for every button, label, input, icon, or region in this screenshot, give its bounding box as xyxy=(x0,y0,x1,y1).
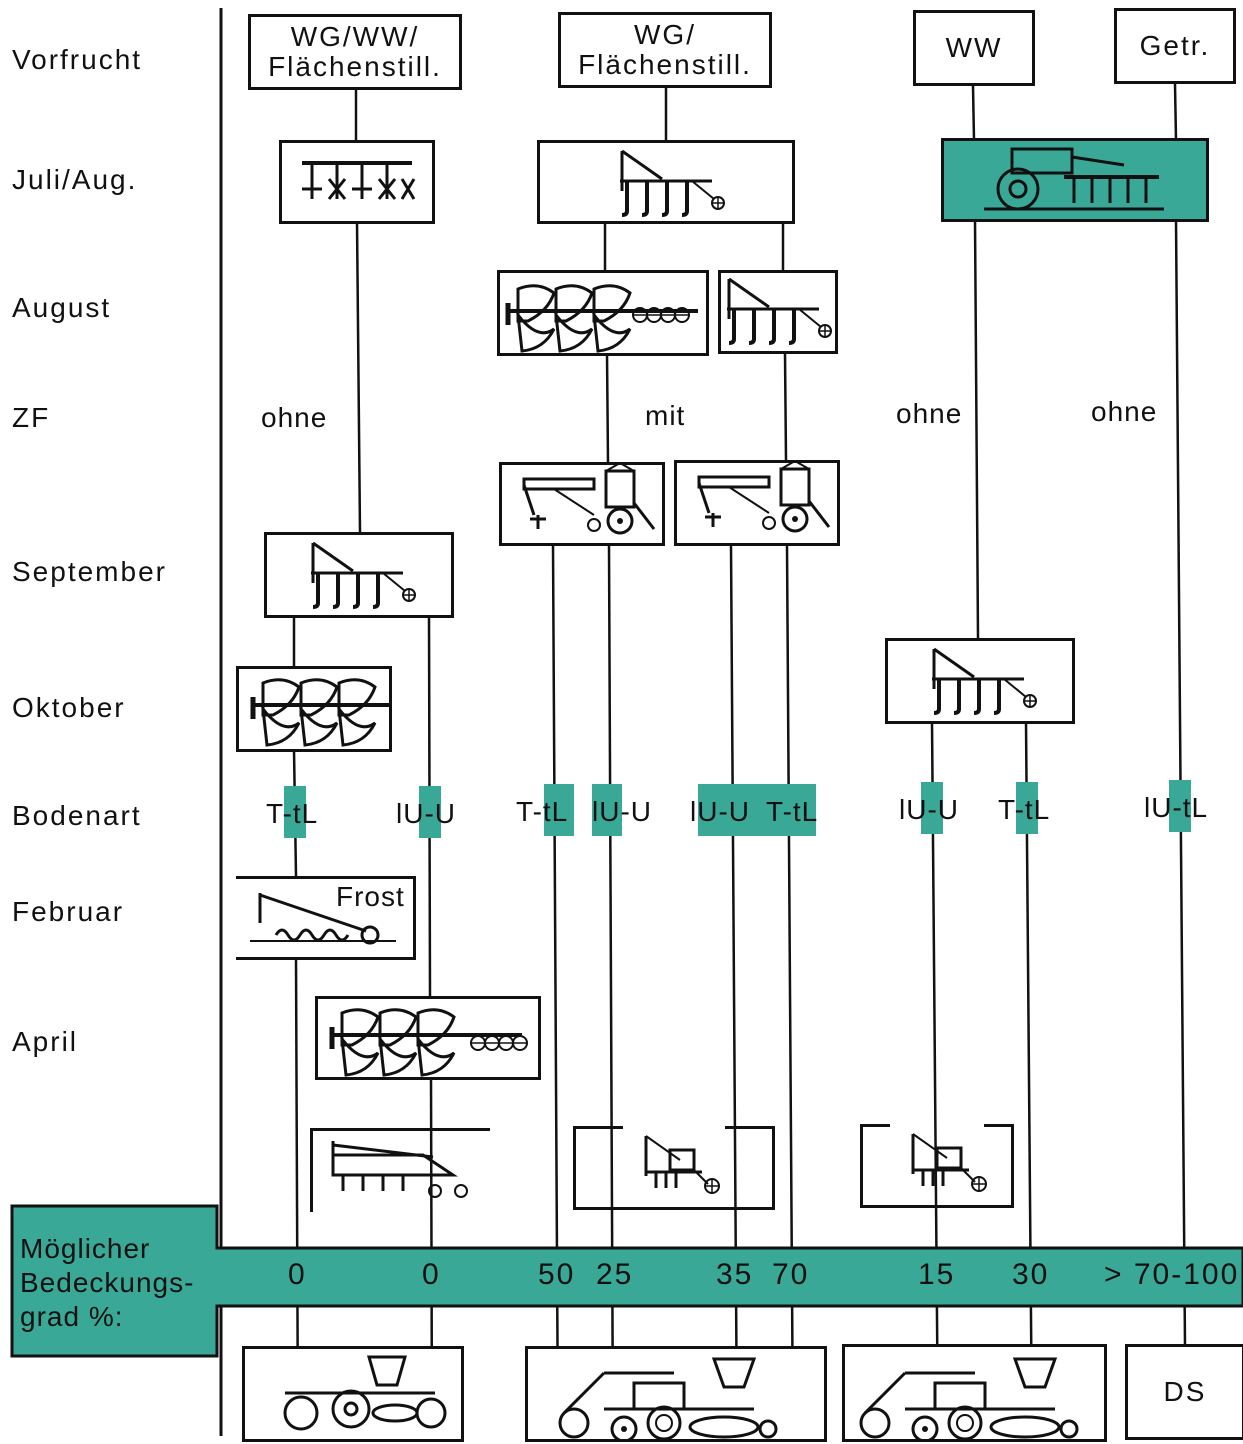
direct-seeding-box: DS xyxy=(1125,1344,1243,1440)
soil-highlight xyxy=(921,782,943,834)
coverage-value: 70 xyxy=(772,1258,810,1291)
soil-type-1: T-tL xyxy=(266,798,319,829)
zf-drill-box-2 xyxy=(674,459,840,546)
chisel-box-juli xyxy=(537,140,795,224)
row-label-zf: ZF xyxy=(12,402,51,433)
chisel-plough-icon xyxy=(309,541,417,609)
vorfrucht-box-2: WG/Flächenstill. xyxy=(558,12,772,88)
mulch-drill-icon xyxy=(558,1357,778,1443)
chisel-box-september xyxy=(264,532,454,618)
row-label-vorfrucht: Vorfrucht xyxy=(12,44,143,75)
coverage-value: 0 xyxy=(288,1258,307,1291)
soil-type-4: lU-U xyxy=(592,796,653,827)
soil-type-2: lU-U xyxy=(396,798,457,829)
plough-box-august xyxy=(497,270,709,356)
coverage-value: 0 xyxy=(422,1258,441,1291)
frost-box: Frost xyxy=(236,876,416,960)
connector-line xyxy=(930,721,940,1436)
coverage-value: 35 xyxy=(716,1258,754,1291)
soil-highlight xyxy=(592,784,622,836)
connector-line xyxy=(605,353,610,463)
row-label-april: April xyxy=(12,1026,79,1057)
rotary-harrow-box xyxy=(310,1128,490,1212)
soil-highlight xyxy=(1016,782,1038,834)
rotary-tiller-icon xyxy=(644,1134,721,1195)
rotary-tiller-box-2 xyxy=(860,1124,1014,1208)
seed-drill-box xyxy=(242,1346,464,1442)
chisel-plough-icon xyxy=(930,647,1038,715)
soil-highlight xyxy=(544,784,574,836)
zf-ohne-4: ohne xyxy=(1091,396,1158,427)
row-label-oktober: Oktober xyxy=(12,692,126,723)
disc-harrow-icon xyxy=(984,147,1164,211)
coverage-value: > 70-100 xyxy=(1104,1258,1240,1291)
rotary-tiller-box-1 xyxy=(573,1126,775,1210)
connector-line xyxy=(355,221,362,533)
vorfrucht-2-line1: WG/ xyxy=(634,19,696,50)
coverage-label-line3: grad %: xyxy=(20,1301,124,1332)
plough-icon xyxy=(318,999,529,1077)
chisel-box-oktober xyxy=(885,638,1075,724)
row-label-februar: Februar xyxy=(12,896,125,927)
connector-line xyxy=(971,85,976,141)
vorfrucht-1-line2: Flächenstill. xyxy=(268,51,442,82)
connector-line xyxy=(783,353,788,461)
soil-type-9: lU-tL xyxy=(1144,792,1209,823)
chisel-plough-icon xyxy=(618,149,726,217)
catch-crop-drill-icon xyxy=(522,461,656,535)
plough-box-oktober xyxy=(236,666,392,752)
chisel-box-august xyxy=(718,270,838,354)
coverage-label-line1: Möglicher xyxy=(20,1233,151,1264)
plough-icon xyxy=(500,273,706,353)
row-label-september: September xyxy=(12,556,167,587)
coverage-value: 50 xyxy=(538,1258,576,1291)
connector-line xyxy=(1024,721,1034,1436)
catch-crop-drill-icon xyxy=(697,459,831,533)
mulch-drill-icon xyxy=(859,1357,1079,1443)
row-label-august: August xyxy=(12,292,112,323)
chisel-plough-icon xyxy=(725,277,833,345)
coverage-label: Möglicher Bedeckungs- grad %: xyxy=(20,1232,194,1334)
soil-highlight xyxy=(419,786,441,838)
plough-box-april xyxy=(315,996,541,1080)
coverage-band xyxy=(10,1204,1243,1358)
vorfrucht-2-line2: Flächenstill. xyxy=(578,49,752,80)
soil-type-5: lU-U xyxy=(690,796,751,827)
disc-harrow-box xyxy=(941,138,1209,222)
mulch-drill-box-2 xyxy=(842,1344,1107,1443)
zf-drill-box-1 xyxy=(499,461,665,546)
seed-drill-icon xyxy=(283,1355,447,1431)
soil-highlight xyxy=(284,786,306,838)
zf-ohne-1: ohne xyxy=(261,402,328,433)
frost-packer-icon xyxy=(250,893,396,945)
rotary-tiller-icon xyxy=(911,1132,988,1193)
row-label-juli-aug: Juli/Aug. xyxy=(12,164,138,195)
zf-ohne-3: ohne xyxy=(896,398,963,429)
coverage-label-line2: Bedeckungs- xyxy=(20,1267,195,1298)
rotary-harrow-icon xyxy=(331,1141,468,1198)
vorfrucht-box-1: WG/WW/Flächenstill. xyxy=(248,14,462,90)
cultivator-box xyxy=(279,140,435,224)
mulch-drill-box-1 xyxy=(525,1346,827,1443)
soil-type-3: T-tL xyxy=(516,796,569,827)
cultivator-icon xyxy=(302,161,416,200)
vorfrucht-1-line1: WG/WW/ xyxy=(290,21,420,52)
coverage-value: 30 xyxy=(1012,1258,1050,1291)
soil-type-7: lU-U xyxy=(899,794,960,825)
zf-mit: mit xyxy=(645,400,686,431)
vorfrucht-box-4: Getr. xyxy=(1114,8,1236,84)
soil-highlight xyxy=(1169,780,1191,832)
vorfrucht-box-3: WW xyxy=(913,10,1035,86)
frost-label: Frost xyxy=(336,881,405,912)
coverage-value: 15 xyxy=(918,1258,956,1291)
soil-highlight xyxy=(698,784,816,836)
connector-line xyxy=(973,219,980,639)
connector-line xyxy=(1173,83,1178,141)
soil-type-8: T-tL xyxy=(998,794,1051,825)
plough-icon xyxy=(239,669,389,749)
coverage-value: 25 xyxy=(596,1258,634,1291)
soil-type-6: T-tL xyxy=(766,796,819,827)
row-label-bodenart: Bodenart xyxy=(12,800,142,831)
